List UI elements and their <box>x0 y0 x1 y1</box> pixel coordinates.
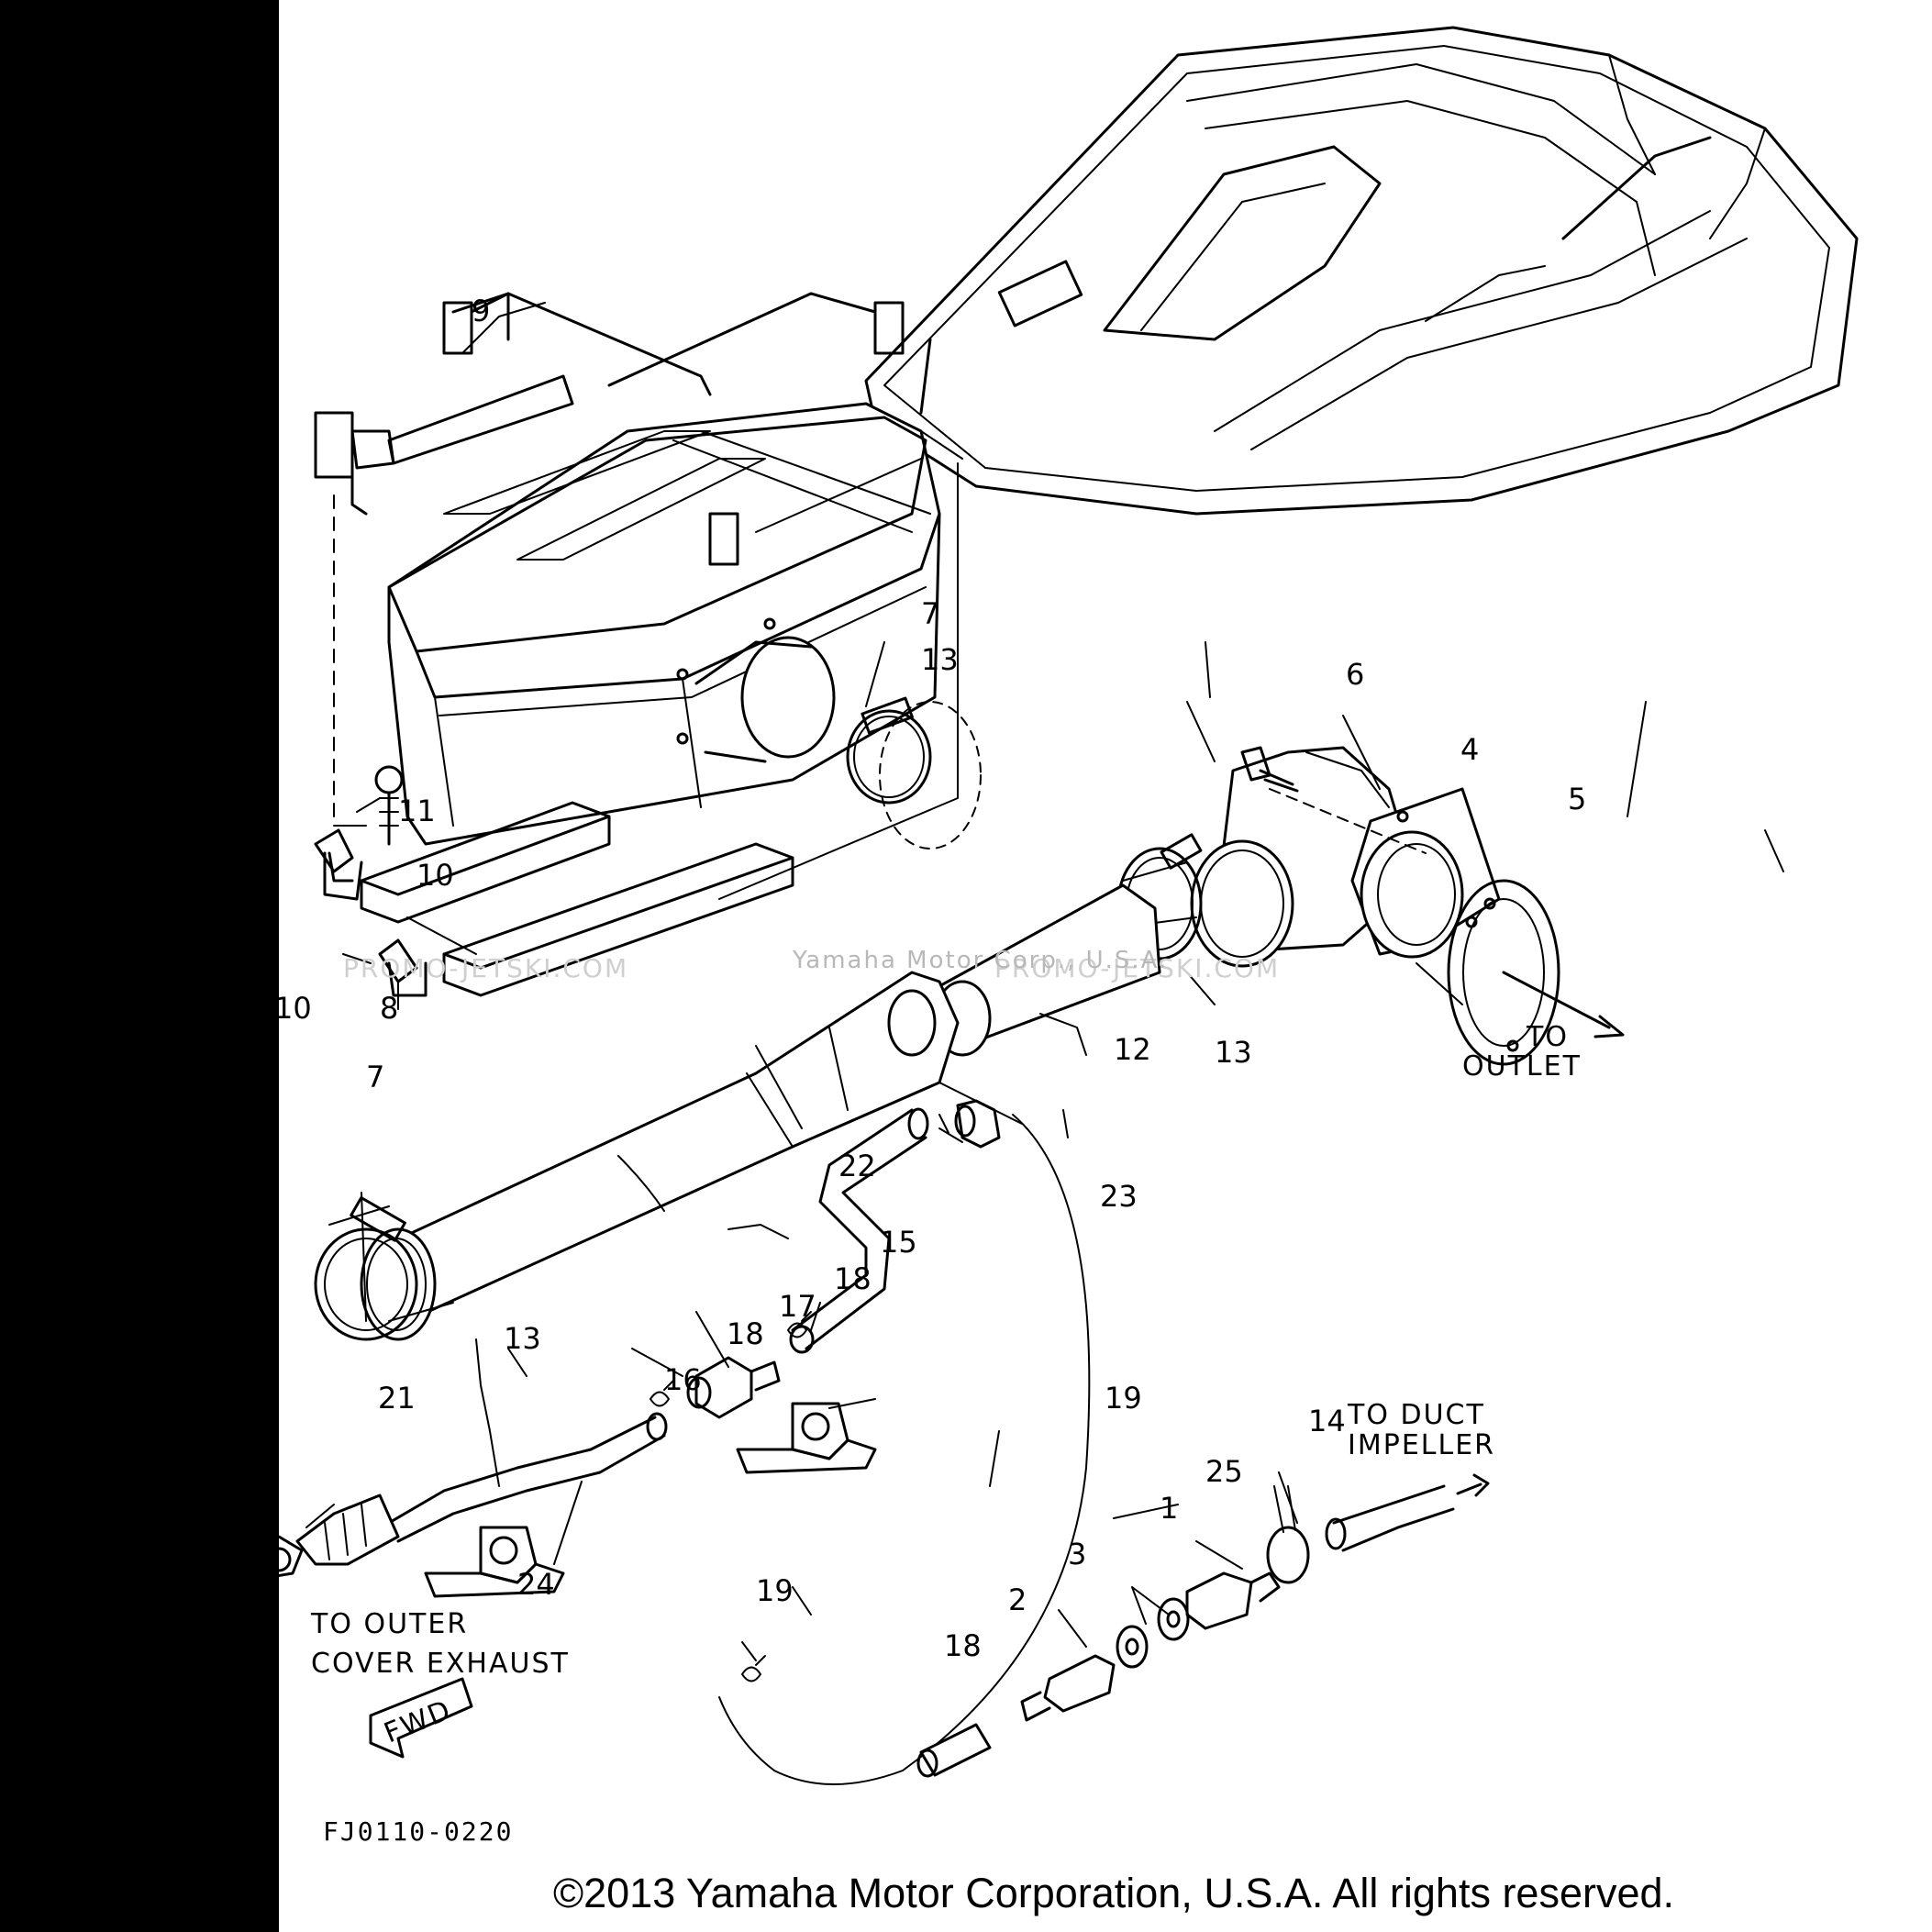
diagram-sheet: FWD <box>279 0 1932 1932</box>
part-label-10b: 10 <box>279 991 312 1026</box>
part-label-19: 19 <box>1105 1381 1142 1416</box>
routing-callouts: TO OUTLET TO DUCT IMPELLER TO OUTER COVE… <box>310 1021 1582 1680</box>
watercraft-hull-illustration <box>864 26 1859 516</box>
cap-nut <box>954 1099 1001 1149</box>
part-label-12: 12 <box>1114 1032 1151 1067</box>
part-label-19b: 19 <box>756 1573 794 1608</box>
part-label-10: 10 <box>416 858 454 893</box>
part-label-6: 6 <box>1346 657 1364 692</box>
joint-fitting <box>686 1356 781 1419</box>
damper-pads <box>360 801 794 997</box>
forward-direction-arrow: FWD <box>369 1677 473 1759</box>
hose-holder-upper <box>736 1402 877 1474</box>
leader-lines <box>305 302 1784 1661</box>
svg-text:PROMO-JETSKI.COM: PROMO-JETSKI.COM <box>994 953 1280 983</box>
part-label-18b: 18 <box>727 1316 764 1351</box>
hose-joint <box>279 1535 304 1578</box>
part-label-18: 18 <box>834 1261 872 1296</box>
outlet-elbow <box>1190 746 1501 968</box>
part-label-11: 11 <box>398 794 436 828</box>
fittings-assembly <box>916 1473 1490 1778</box>
hose-clamp-upper <box>846 696 982 849</box>
svg-text:TO OUTER: TO OUTER <box>310 1608 468 1640</box>
part-label-23: 23 <box>1100 1179 1138 1214</box>
part-label-4: 4 <box>1460 732 1479 767</box>
watermark: PROMO-JETSKI.COM PROMO-JETSKI.COM Yamaha… <box>343 947 1280 983</box>
gasket <box>1447 879 1625 1066</box>
hose-holder-lower <box>424 1526 565 1598</box>
svg-text:PROMO-JETSKI.COM: PROMO-JETSKI.COM <box>343 953 628 983</box>
part-label-14: 14 <box>1308 1404 1346 1438</box>
water-hose <box>789 1107 963 1354</box>
part-label-3: 3 <box>1068 1537 1086 1571</box>
part-label-17: 17 <box>779 1289 816 1324</box>
part-label-7: 7 <box>921 596 939 631</box>
part-label-16: 16 <box>664 1362 702 1397</box>
diagram-code: FJ0110-0220 <box>323 1816 514 1847</box>
svg-text:Yamaha Motor Corp., U.S.A.: Yamaha Motor Corp., U.S.A. <box>792 947 1168 974</box>
part-label-22: 22 <box>838 1149 876 1183</box>
bolt <box>1240 746 1427 854</box>
part-label-5: 5 <box>1568 782 1586 816</box>
part-label-13b: 13 <box>1215 1035 1252 1070</box>
svg-text:OUTLET: OUTLET <box>1462 1050 1582 1083</box>
water-lock-box <box>314 292 963 900</box>
bracket-and-bolt <box>314 765 427 997</box>
part-label-18c: 18 <box>944 1628 982 1663</box>
part-label-7b: 7 <box>366 1060 384 1094</box>
part-number-labels: 9 7 13 6 4 5 11 10 10 8 7 13 12 22 23 15… <box>279 294 1586 1663</box>
part-label-1: 1 <box>1160 1491 1178 1526</box>
part-label-13: 13 <box>921 642 959 677</box>
svg-text:IMPELLER: IMPELLER <box>1348 1429 1495 1461</box>
part-label-2: 2 <box>1008 1582 1027 1617</box>
svg-text:COVER EXHAUST: COVER EXHAUST <box>311 1648 570 1680</box>
exploded-parts-diagram: FWD <box>279 26 1859 1785</box>
svg-text:TO: TO <box>1526 1021 1569 1053</box>
svg-text:TO DUCT: TO DUCT <box>1347 1399 1485 1431</box>
exhaust-hose <box>295 1412 668 1566</box>
copyright-notice: ©2013 Yamaha Motor Corporation, U.S.A. A… <box>552 1870 1675 1916</box>
part-label-21: 21 <box>378 1381 416 1416</box>
routing-line <box>718 1114 1091 1785</box>
hose-clips <box>650 1311 812 1682</box>
part-label-25: 25 <box>1205 1454 1243 1489</box>
part-label-9: 9 <box>472 294 490 328</box>
muffler-pipe <box>360 971 960 1341</box>
part-label-15: 15 <box>880 1225 917 1260</box>
part-label-8: 8 <box>380 991 398 1026</box>
part-label-24: 24 <box>517 1567 555 1602</box>
hose-clamp-lower <box>314 1196 418 1341</box>
part-label-13c: 13 <box>504 1321 541 1356</box>
